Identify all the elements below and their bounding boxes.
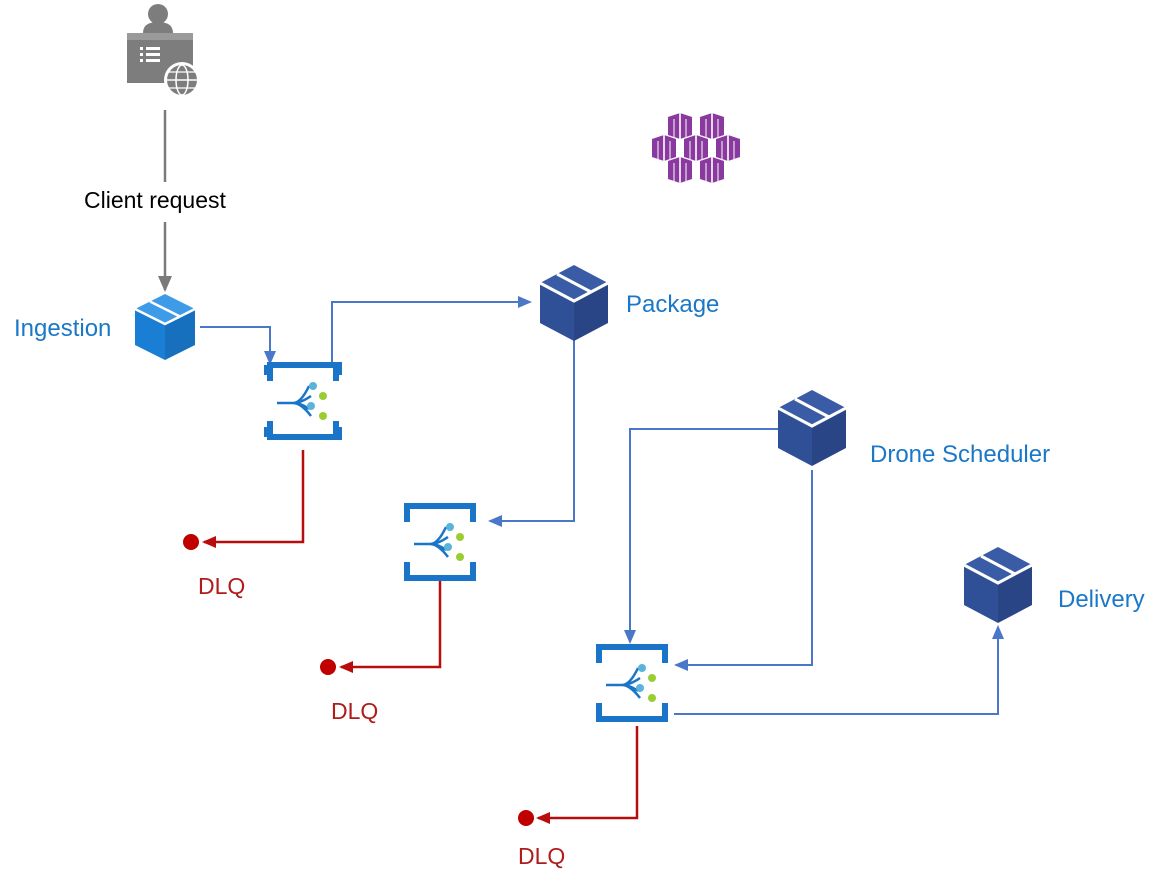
ingestion-label: Ingestion [14, 315, 112, 342]
dlq-endpoint-icon [518, 810, 534, 826]
drone-scheduler-label: Drone Scheduler [870, 441, 1051, 468]
package-to-queue2-connector [488, 340, 575, 527]
service-bus-queue-icon [264, 362, 342, 440]
connectors [158, 110, 1004, 824]
package-label: Package [626, 291, 720, 318]
drone-scheduler-to-queue3-top-connector [624, 428, 778, 644]
kubernetes-cluster-icon [652, 113, 740, 183]
dlq-endpoint-icon [320, 659, 336, 675]
ingestion-service-icon [134, 294, 196, 360]
dlq-label: DLQ [518, 843, 566, 869]
service-bus-queue-icon [596, 644, 668, 722]
dlq-endpoints [183, 534, 534, 826]
dlq-endpoint-icon [183, 534, 199, 550]
queue3-to-dlq-connector [536, 726, 639, 824]
dlq-label: DLQ [198, 573, 246, 599]
delivery-service-icon [963, 547, 1033, 623]
queue1-to-package-connector [331, 296, 532, 365]
package-service-icon [539, 265, 609, 341]
drone-scheduler-to-queue3-side-connector [674, 470, 813, 671]
client-web-user-icon [127, 4, 200, 98]
drone-scheduler-service-icon [777, 390, 847, 466]
client-request-label: Client request [84, 187, 226, 213]
service-bus-queue-icon [404, 503, 476, 581]
queue3-to-delivery-connector [674, 625, 1004, 715]
dlq-label: DLQ [331, 698, 379, 724]
ingestion-to-queue1-connector [200, 326, 276, 365]
delivery-label: Delivery [1058, 586, 1145, 613]
queue2-to-dlq-connector [339, 578, 442, 673]
queue1-to-dlq-connector [202, 450, 305, 548]
